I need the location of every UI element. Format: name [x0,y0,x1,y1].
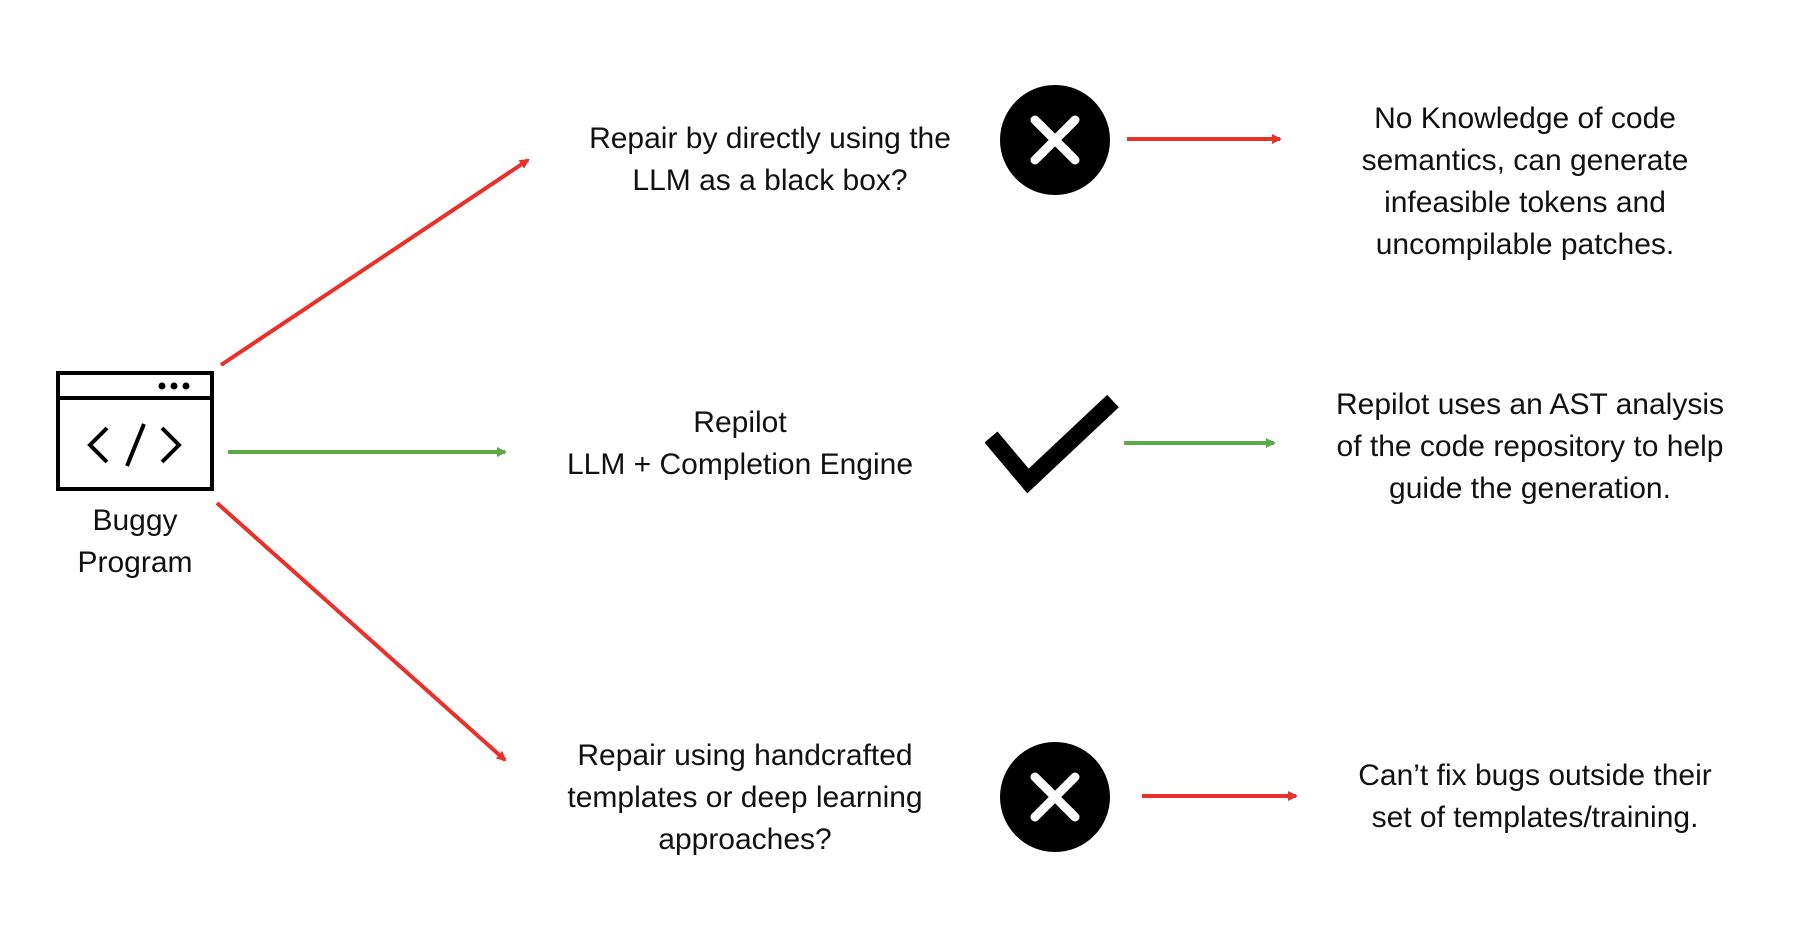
approach-line: Repair using handcrafted [577,739,913,772]
outcome-line: of the code repository to help [1336,430,1724,463]
code-window-icon [55,370,215,492]
approach-repilot: Repilot LLM + Completion Engine [520,402,960,486]
outcome-line: guide the generation. [1389,472,1671,505]
approach-line: templates or deep learning [567,781,923,814]
outcome-templates: Can’t fix bugs outside their set of temp… [1305,755,1765,839]
outcome-line: Repilot uses an AST analysis [1336,388,1724,421]
checkmark-icon [984,394,1120,495]
outcome-line: semantics, can generate [1361,144,1689,177]
approach-line: Repair by directly using the [589,122,951,155]
approach-line: LLM + Completion Engine [566,448,914,481]
arrow-program-to-templates [215,501,507,762]
approach-black-box: Repair by directly using the LLM as a bl… [520,118,1020,202]
outcome-line: No Knowledge of code [1374,102,1676,135]
outcome-line: infeasible tokens and [1384,186,1666,219]
x-circle-icon [1000,85,1110,195]
approach-templates: Repair using handcrafted templates or de… [520,735,970,861]
outcome-line: Can’t fix bugs outside their [1358,759,1712,792]
approach-line: approaches? [658,823,832,856]
outcome-line: set of templates/training. [1371,801,1699,834]
approach-line: Repilot [693,406,787,439]
outcome-line: uncompilable patches. [1375,228,1675,261]
approach-line: LLM as a black box? [632,164,908,197]
outcome-repilot: Repilot uses an AST analysis of the code… [1290,384,1770,510]
source-label-line: Buggy [92,504,178,537]
outcome-black-box: No Knowledge of code semantics, can gene… [1290,98,1760,266]
arrow-program-to-black-box [219,158,530,367]
source-label: Buggy Program [30,500,240,584]
x-circle-icon [1000,742,1110,852]
source-label-line: Program [77,546,193,579]
